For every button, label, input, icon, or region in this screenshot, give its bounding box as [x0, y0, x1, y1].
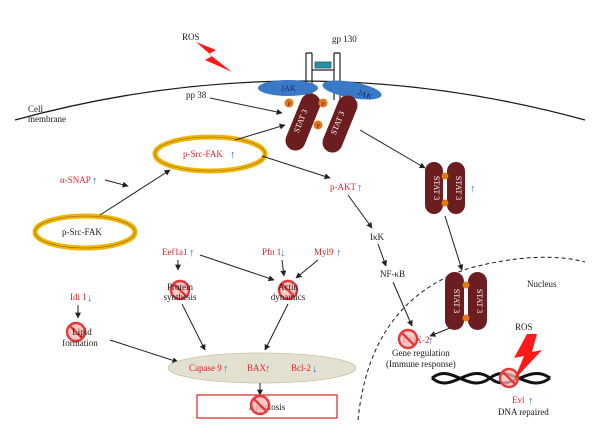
cell-membrane-label-1: Cell	[28, 104, 43, 114]
cell-membrane-label-2: membrane	[28, 114, 66, 124]
alpha-snap-up-arrow: ↑	[92, 175, 98, 187]
actin-dynamics-label-2: dynamics	[271, 292, 306, 302]
dna-helix	[431, 371, 551, 385]
stat3-to-nucleus-arrow	[444, 215, 464, 271]
actin-to-bax-arrow	[264, 303, 289, 351]
myl9-up-arrow: ↑	[336, 247, 342, 259]
stat3-dimer-nucleus: STAT 3 STAT 3	[445, 272, 487, 330]
idi1-label: Idi 1	[70, 292, 87, 302]
p-src-fak-label: p-Src-FAK	[62, 227, 102, 237]
pp38-label: pp 38	[186, 90, 207, 100]
fak-to-stat3-arrow	[234, 123, 286, 141]
nucleus-label: Nucleus	[527, 279, 557, 289]
gene-regulation-label-1: Gene regulation	[392, 348, 450, 358]
protein-to-capase-arrow	[181, 303, 206, 351]
svg-text:P: P	[287, 102, 291, 108]
fak-activation-arrow	[99, 169, 171, 216]
stat3-membrane-right: STAT 3	[322, 95, 358, 153]
bcl2-down-arrow: ↓	[312, 363, 318, 375]
svg-text:P: P	[316, 124, 320, 130]
bax-up-arrow: ↑	[265, 363, 271, 375]
jak-left-label: JAK	[281, 84, 296, 93]
nucleus-boundary	[357, 256, 586, 421]
capase9-label: Capase 9	[189, 363, 222, 373]
pp38-arrow	[209, 97, 283, 115]
capase9-up-arrow: ↑	[223, 363, 229, 375]
ros-label-nucleus: ROS	[515, 322, 533, 332]
stat3-to-gene-arrow	[429, 327, 451, 337]
dna-repaired-label: DNA repaired	[498, 407, 549, 417]
evl-label: Evl	[512, 395, 525, 405]
bcl2-label: Bcl-2	[291, 363, 311, 373]
myl9-label: Myl9	[314, 247, 334, 257]
stat3-membrane-left: STAT 3	[285, 93, 321, 151]
svg-text:STAT 3: STAT 3	[475, 289, 484, 313]
svg-text:P: P	[321, 102, 325, 108]
cox2-inhibit-icon	[397, 328, 419, 350]
lipid-to-capase-arrow	[109, 339, 179, 364]
eef1a1-label: Eef1a1	[162, 247, 187, 257]
stat3-dimer-cytoplasm: STAT 3 STAT 3	[425, 162, 465, 214]
protein-synthesis-label-2: synthesis	[163, 292, 197, 302]
ikk-to-nfkb-arrow	[377, 243, 387, 267]
svg-text:STAT 3: STAT 3	[452, 289, 461, 313]
fak-to-akt-arrow	[261, 155, 331, 180]
pfn1-label: Pfn 1	[262, 247, 281, 257]
p-akt-label: p-AKT	[330, 182, 356, 192]
phospho-sites-membrane: P P P	[284, 98, 328, 130]
idi1-down-arrow: ↓	[87, 292, 93, 304]
alpha-snap-arrow	[104, 179, 129, 188]
nfkb-to-cox2-arrow	[392, 281, 413, 327]
nfkb-label: NF-κB	[380, 269, 405, 279]
cox2-up-arrow: ↑	[428, 335, 434, 347]
akt-to-ikk-arrow	[347, 194, 373, 229]
lipid-formation-label-1: Lipid	[72, 327, 92, 337]
ikk-label: IκK	[370, 232, 385, 242]
p-src-fak-up-arrow: ↑	[230, 149, 236, 161]
stat3-translocation-arrow	[359, 129, 426, 169]
evl-up-arrow: ↑	[528, 395, 534, 407]
jak-right-shape	[322, 80, 382, 100]
ros-bolt-nucleus-icon	[514, 334, 542, 380]
actin-dynamics-label-1: Actin	[278, 282, 298, 292]
eef1a1-up-arrow: ↑	[189, 247, 195, 259]
myl9-to-actin-arrow	[295, 259, 319, 279]
ros-label-top: ROS	[182, 32, 200, 42]
apoptosis-inhibit-icon	[249, 394, 271, 416]
svg-text:STAT 3: STAT 3	[432, 176, 441, 200]
pfn1-down-arrow: ↓	[280, 247, 286, 259]
stat3-dimer-up-arrow: ↑	[470, 183, 476, 195]
svg-text:STAT 3: STAT 3	[454, 176, 463, 200]
pfn1-to-actin-arrow	[280, 259, 287, 277]
p-src-fak-active-label: p-Src-FAK	[183, 149, 223, 159]
p-akt-up-arrow: ↑	[357, 182, 363, 194]
lipid-formation-label-2: formation	[62, 338, 98, 348]
alpha-snap-label: α-SNAP	[60, 175, 91, 185]
bax-label: BAX	[247, 363, 267, 373]
gp130-label: gp 130	[332, 34, 357, 44]
jak-left-shape	[258, 80, 318, 96]
protein-synthesis-label-1: Protein	[167, 282, 193, 292]
gene-regulation-label-2: (Immune response)	[386, 359, 456, 369]
ros-bolt-icon	[196, 42, 232, 72]
eef1a1-to-actin-arrow	[199, 254, 275, 282]
apoptosis-regulators-ellipse	[167, 352, 357, 384]
